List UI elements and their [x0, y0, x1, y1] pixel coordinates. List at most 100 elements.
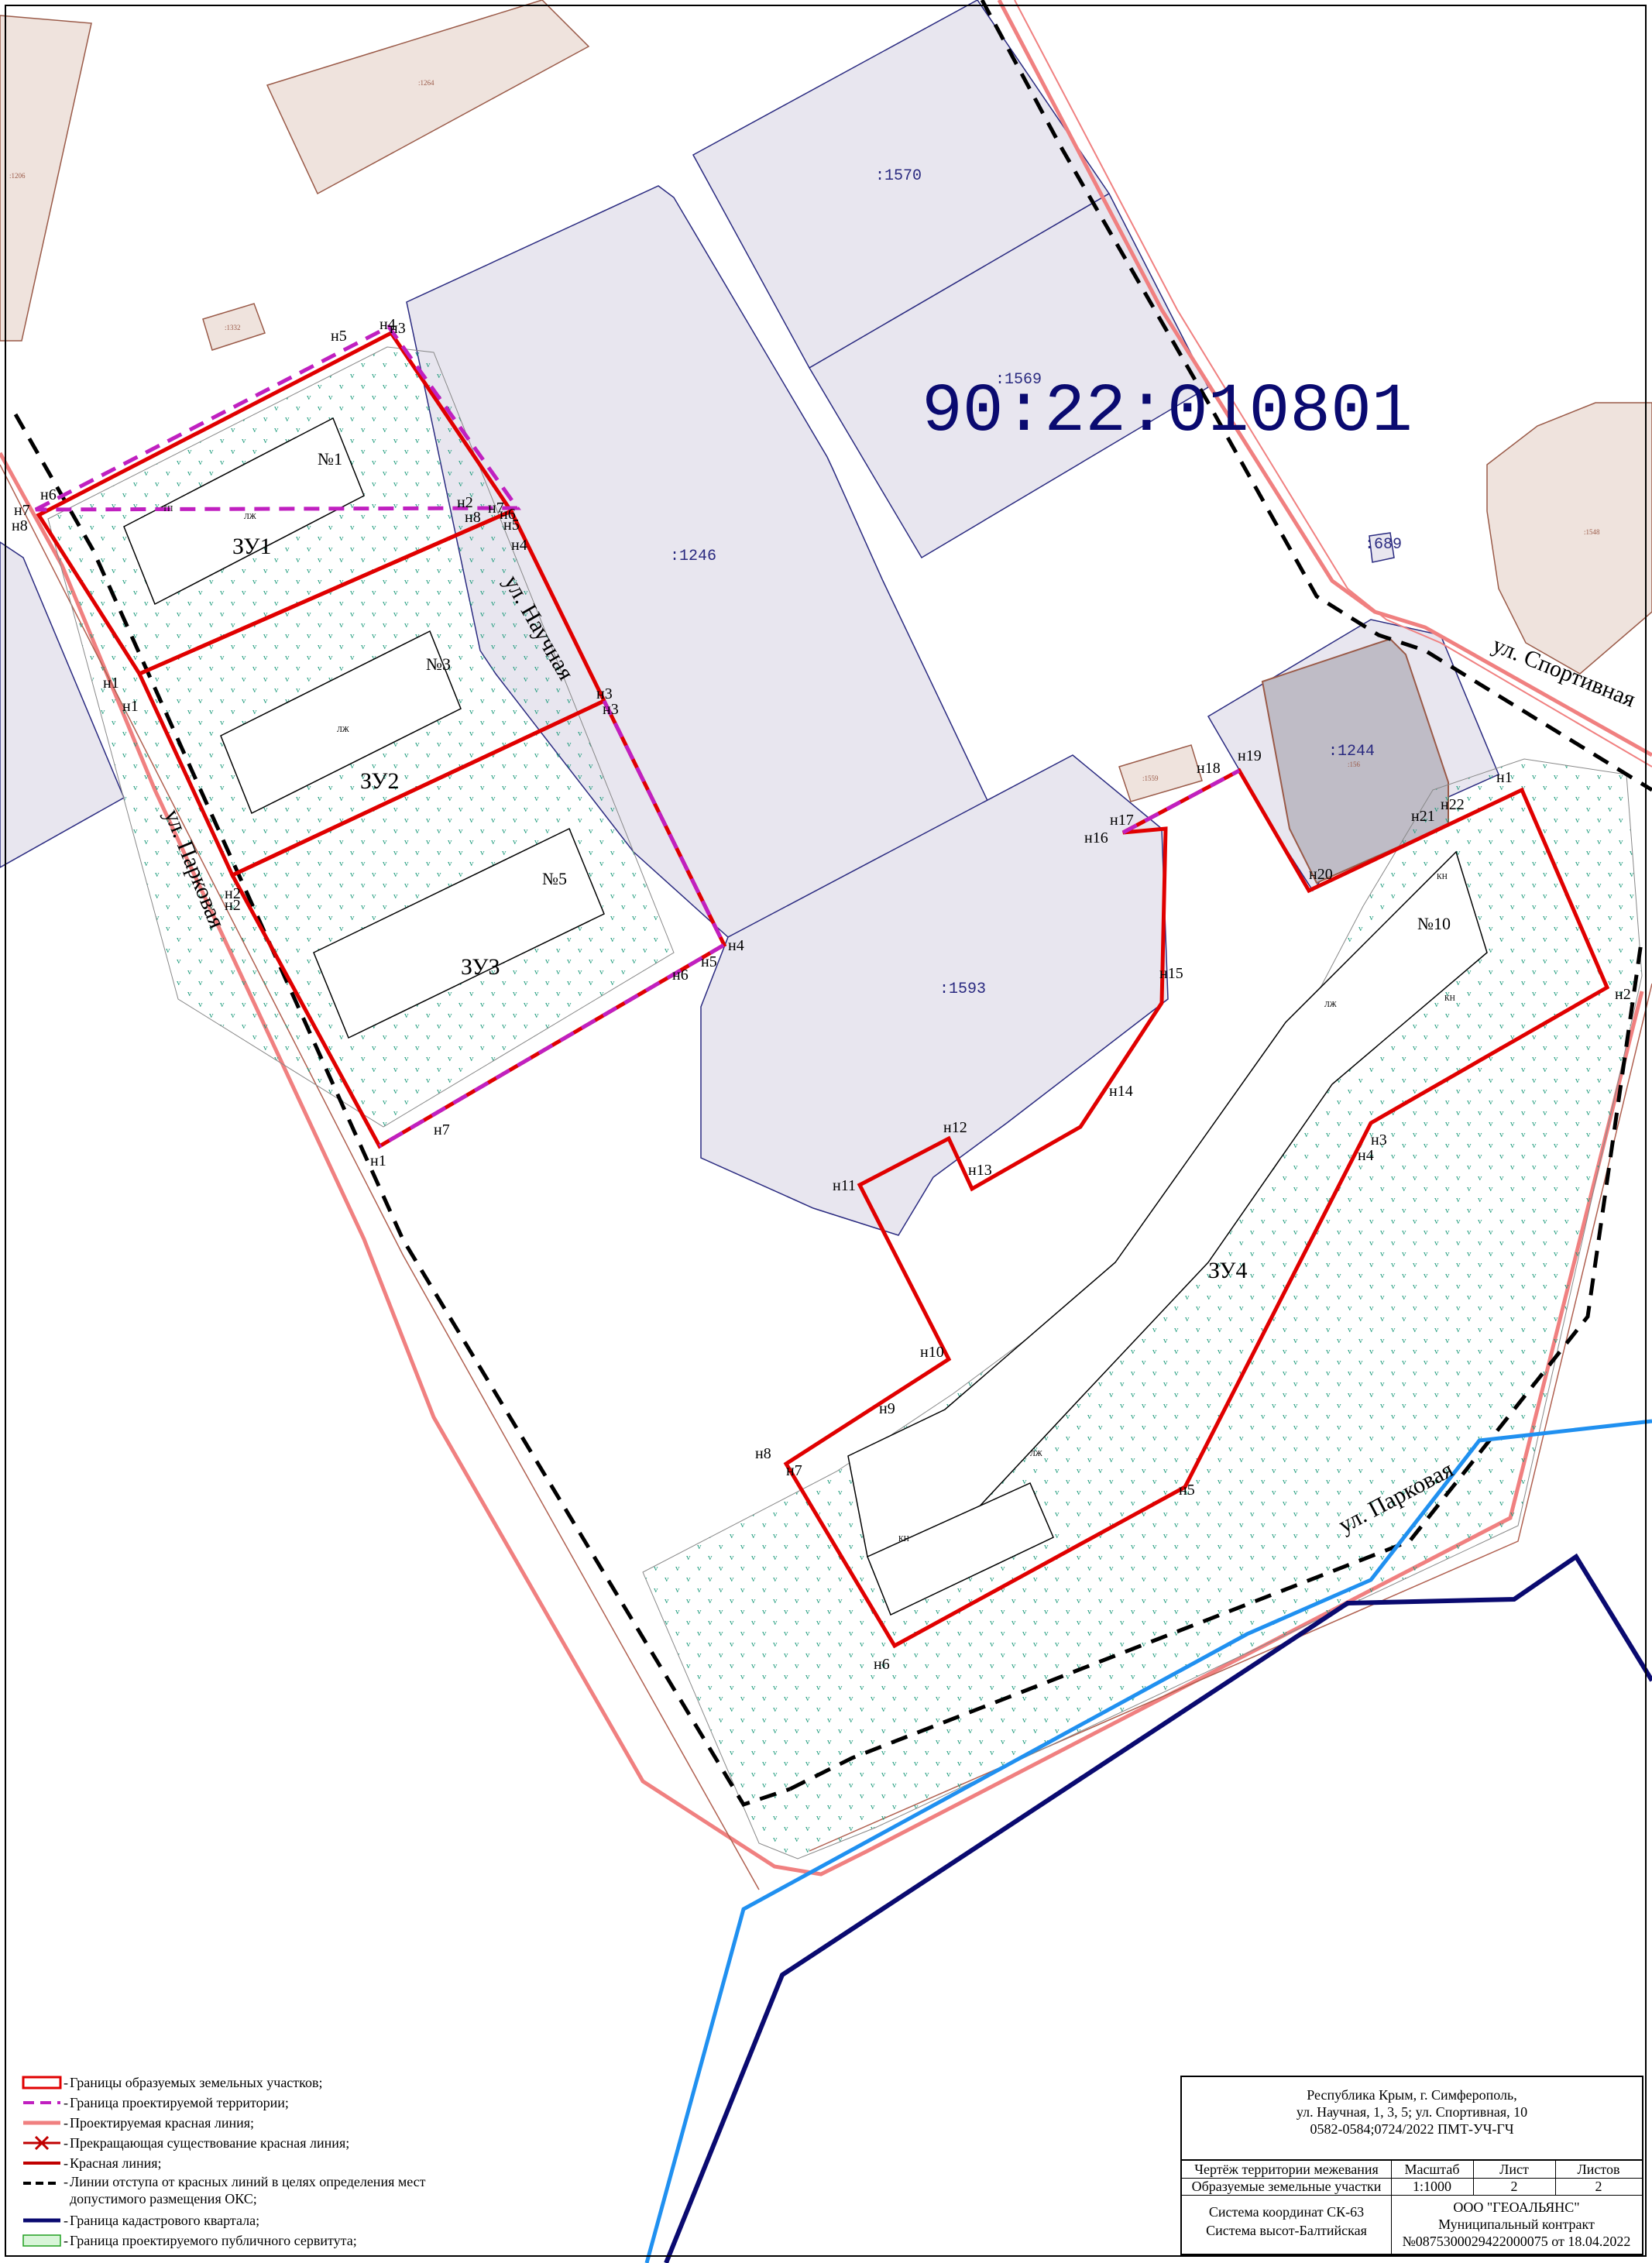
- sheets-label: Листов: [1577, 2162, 1620, 2177]
- title-block-header: Республика Крым, г. Симферополь, ул. Нау…: [1182, 2077, 1642, 2161]
- map-legend: -Границы образуемых земельных участков; …: [22, 2072, 455, 2251]
- zone-label-zu4: ЗУ4: [1208, 1258, 1248, 1283]
- contract: Муниципальный контракт: [1438, 2217, 1595, 2232]
- point-zu1-n6: н6: [40, 486, 57, 503]
- parcel-1332[interactable]: [202, 303, 266, 351]
- building-mark: ЛЖ: [244, 513, 256, 521]
- parcel-1206[interactable]: [0, 15, 92, 342]
- zu3-boundary[interactable]: [229, 698, 727, 1149]
- quarter-number: 90:22:010801: [922, 374, 1413, 451]
- zu4-boundary[interactable]: [783, 767, 1610, 1649]
- height-system: Система высот-Балтийская: [1206, 2223, 1367, 2238]
- point-zu4-n15: н15: [1159, 965, 1183, 982]
- point-zu2-n7: н7: [488, 500, 504, 517]
- legend-item: -Прекращающая существование красная лини…: [22, 2133, 455, 2153]
- building-label-10: №10: [1417, 914, 1451, 933]
- parcel-label-156: :156: [1348, 761, 1361, 768]
- sheets-value: 2: [1595, 2179, 1602, 2194]
- point-zu4-n6: н6: [874, 1656, 890, 1673]
- red-cross-symbol: [23, 2136, 60, 2150]
- point-zu3-n3: н3: [603, 701, 619, 718]
- point-zu4-n13: н13: [968, 1162, 992, 1179]
- parcel-label-689: :689: [1365, 536, 1402, 554]
- legend-item: -Граница кадастрового квартала;: [22, 2210, 455, 2230]
- drawing-subtitle: Образуемые земельные участки: [1191, 2179, 1382, 2194]
- point-zu2-n5: н5: [503, 517, 520, 534]
- zone-label-zu1: ЗУ1: [232, 534, 272, 559]
- point-zu4-n14: н14: [1109, 1083, 1133, 1100]
- legend-item: -Граница проектируемой территории;: [22, 2093, 455, 2113]
- parcel-label-1570: :1570: [875, 167, 922, 185]
- building-1[interactable]: [123, 417, 365, 606]
- legend-label: Граница проектируемого публичного сервит…: [70, 2233, 357, 2248]
- point-labels: н1 н2 н3 н4 н5 н6 н7 н8 н1 н2 н3 н4 н5 н…: [12, 316, 1631, 1673]
- point-zu4-n12: н12: [943, 1119, 967, 1136]
- quarter-boundary: [664, 1553, 1652, 2263]
- point-zu4-n11: н11: [833, 1177, 856, 1194]
- legend-item: -Граница проектируемого публичного серви…: [22, 2230, 455, 2251]
- building-mark: ЛЖ: [337, 726, 349, 734]
- water-lines: [644, 1419, 1652, 2263]
- point-zu4-n19: н19: [1238, 747, 1262, 764]
- point-zu1-n2: н2: [457, 494, 473, 511]
- red-rect-symbol: [22, 2076, 62, 2090]
- point-zu4-n18: н18: [1197, 760, 1221, 777]
- building-mark: ЛЖ: [1030, 1450, 1042, 1458]
- legend-label: Красная линия;: [70, 2155, 162, 2171]
- parcel-label-1559: :1559: [1142, 774, 1159, 782]
- point-zu2-n3: н3: [596, 685, 613, 702]
- black-dash-symbol: [23, 2182, 60, 2185]
- point-zu1-n5: н5: [331, 328, 347, 345]
- point-zu3-n6: н6: [672, 967, 689, 984]
- zone-label-zu3: ЗУ3: [461, 954, 500, 980]
- building-5[interactable]: [313, 827, 605, 1039]
- point-zu4-n22: н22: [1441, 796, 1465, 813]
- point-zu3-n7: н7: [434, 1121, 450, 1138]
- point-zu4-n8: н8: [755, 1445, 771, 1462]
- document-code: 0582-0584;0724/2022 ПМТ-УЧ-ГЧ: [1310, 2121, 1514, 2137]
- pink-line-symbol: [23, 2120, 60, 2125]
- sheet-label: Лист: [1499, 2162, 1529, 2177]
- building-label-3: №3: [426, 654, 451, 674]
- point-zu4-n7: н7: [786, 1462, 802, 1479]
- parcel-689[interactable]: [1369, 532, 1395, 563]
- point-zu4-n2: н2: [1615, 986, 1631, 1003]
- point-zu4-n16: н16: [1084, 829, 1108, 846]
- parcel-1548[interactable]: [1486, 402, 1652, 675]
- parcel-label-1244: :1244: [1328, 743, 1375, 761]
- building-10-wing[interactable]: [867, 1482, 1054, 1616]
- building-label-5: №5: [542, 869, 567, 888]
- buildings: [123, 417, 1488, 1616]
- parcel-1593[interactable]: [700, 754, 1169, 1236]
- point-zu1-n8: н8: [12, 517, 28, 534]
- point-zu4-n9: н9: [879, 1400, 895, 1417]
- point-zu1-n7: н7: [14, 502, 30, 519]
- parcel-label-1206: :1206: [9, 172, 26, 180]
- point-zu4-n3: н3: [1371, 1132, 1387, 1149]
- point-zu4-n20: н20: [1309, 866, 1333, 883]
- parcel-1559[interactable]: [1118, 744, 1203, 802]
- legend-item: -Линии отступа от красных линий в целях …: [22, 2173, 455, 2210]
- adjacent-parcels: [0, 0, 1652, 1236]
- building-label-1: №1: [318, 449, 342, 469]
- point-zu3-n1: н1: [370, 1152, 386, 1169]
- building-mark: КН: [898, 1535, 909, 1544]
- building-3[interactable]: [220, 630, 462, 815]
- scale-value: 1:1000: [1412, 2179, 1451, 2194]
- point-zu4-n1: н1: [1496, 769, 1513, 786]
- legend-label: Граница кадастрового квартала;: [70, 2213, 260, 2228]
- title-block: Республика Крым, г. Симферополь, ул. Нау…: [1180, 2076, 1643, 2255]
- drawing-title: Чертёж территории межевания: [1194, 2162, 1379, 2177]
- company: ООО "ГЕОАЛЬЯНС": [1453, 2199, 1580, 2215]
- parcel-label-1246: :1246: [670, 548, 716, 565]
- building-mark: ЛЖ: [1324, 1001, 1337, 1009]
- point-zu4-n5: н5: [1179, 1482, 1195, 1499]
- point-zu2-n2: н2: [225, 897, 241, 914]
- parcel-label-1264: :1264: [418, 79, 434, 87]
- parcel-1264[interactable]: [266, 0, 590, 195]
- point-zu3-n2: н2: [225, 885, 241, 902]
- parcel-label-1548: :1548: [1584, 528, 1600, 536]
- contract-number: №0875300029422000075 от 18.04.2022: [1402, 2234, 1631, 2249]
- legend-item: -Границы образуемых земельных участков;: [22, 2072, 455, 2093]
